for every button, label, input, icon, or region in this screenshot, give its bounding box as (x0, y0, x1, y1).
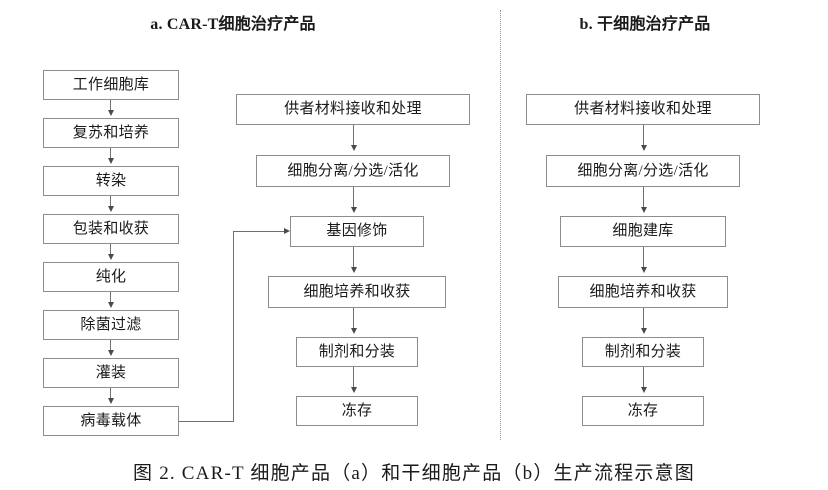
connector-line (353, 367, 354, 389)
panel-a-title: a. CAR-T细胞治疗产品 (150, 16, 316, 33)
node-sterile-filtration[interactable]: 除菌过滤 (43, 310, 179, 340)
node-cell-isolation-b[interactable]: 细胞分离/分选/活化 (546, 155, 740, 187)
node-thaw-and-culture[interactable]: 复苏和培养 (43, 118, 179, 148)
node-working-cell-bank[interactable]: 工作细胞库 (43, 70, 179, 100)
arrow-head-icon (284, 227, 290, 234)
node-cell-isolation-a[interactable]: 细胞分离/分选/活化 (256, 155, 450, 187)
node-formulation-filling-a[interactable]: 制剂和分装 (296, 337, 418, 367)
arrow-head-icon (640, 207, 647, 213)
crosslink-segment-vertical (233, 231, 234, 421)
arrow-head-icon (350, 207, 357, 213)
node-packaging-and-harvest[interactable]: 包装和收获 (43, 214, 179, 244)
arrow-head-icon (640, 145, 647, 151)
arrow-head-icon (107, 398, 114, 404)
node-viral-vector[interactable]: 病毒载体 (43, 406, 179, 436)
node-formulation-filling-b[interactable]: 制剂和分装 (582, 337, 704, 367)
node-cell-banking[interactable]: 细胞建库 (560, 216, 726, 247)
connector-line (110, 292, 111, 304)
node-cell-culture-harvest-b[interactable]: 细胞培养和收获 (558, 276, 728, 308)
node-transfection[interactable]: 转染 (43, 166, 179, 196)
node-cryopreservation-b[interactable]: 冻存 (582, 396, 704, 426)
arrow-head-icon (640, 267, 647, 273)
node-cell-culture-harvest-a[interactable]: 细胞培养和收获 (268, 276, 446, 308)
node-donor-material-receipt-a[interactable]: 供者材料接收和处理 (236, 94, 470, 125)
node-purification[interactable]: 纯化 (43, 262, 179, 292)
connector-line (110, 340, 111, 352)
arrow-head-icon (107, 302, 114, 308)
arrow-head-icon (107, 110, 114, 116)
connector-line (110, 148, 111, 160)
crosslink-segment-horizontal-bottom (179, 421, 234, 422)
figure-caption: 图 2. CAR-T 细胞产品（a）和干细胞产品（b）生产流程示意图 (133, 463, 695, 484)
connector-line (353, 247, 354, 269)
panel-b-title: b. 干细胞治疗产品 (579, 16, 711, 33)
arrow-head-icon (350, 387, 357, 393)
connector-line (643, 187, 644, 209)
node-cryopreservation-a[interactable]: 冻存 (296, 396, 418, 426)
arrow-head-icon (107, 254, 114, 260)
arrow-head-icon (107, 206, 114, 212)
arrow-head-icon (107, 158, 114, 164)
connector-line (110, 100, 111, 112)
panel-divider (500, 10, 501, 440)
connector-line (353, 187, 354, 209)
connector-line (110, 388, 111, 400)
connector-line (643, 308, 644, 330)
connector-line (643, 367, 644, 389)
connector-line (643, 125, 644, 147)
connector-line (353, 308, 354, 330)
arrow-head-icon (640, 328, 647, 334)
arrow-head-icon (107, 350, 114, 356)
arrow-head-icon (350, 328, 357, 334)
crosslink-segment-horizontal-top (233, 231, 285, 232)
arrow-head-icon (350, 145, 357, 151)
connector-line (110, 196, 111, 208)
arrow-head-icon (640, 387, 647, 393)
node-donor-material-receipt-b[interactable]: 供者材料接收和处理 (526, 94, 760, 125)
arrow-head-icon (350, 267, 357, 273)
node-filling[interactable]: 灌装 (43, 358, 179, 388)
node-genetic-modification[interactable]: 基因修饰 (290, 216, 424, 247)
connector-line (643, 247, 644, 269)
connector-line (110, 244, 111, 256)
connector-line (353, 125, 354, 147)
